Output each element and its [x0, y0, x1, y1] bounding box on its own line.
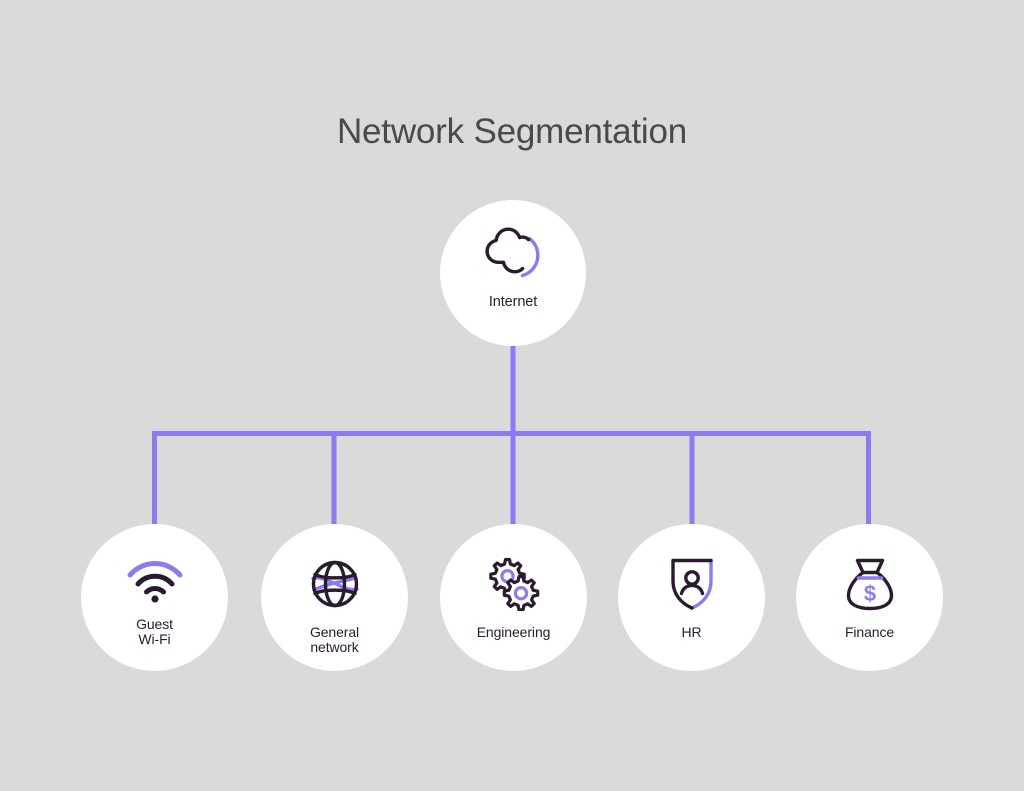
node-internet[interactable]: Internet [440, 200, 586, 346]
globe-icon [308, 557, 362, 616]
node-label-finance: Finance [844, 624, 895, 640]
node-label-hr: HR [681, 624, 702, 640]
node-label-internet: Internet [488, 294, 538, 310]
node-engineering[interactable]: Engineering [440, 524, 587, 671]
node-general-network[interactable]: General network [261, 524, 408, 671]
node-label-engineering: Engineering [476, 624, 551, 640]
gears-icon [485, 557, 543, 616]
node-finance[interactable]: $ Finance [796, 524, 943, 671]
shield-person-icon [667, 557, 717, 616]
node-label-general-network: General network [309, 624, 360, 655]
page-title: Network Segmentation [336, 112, 688, 151]
svg-text:$: $ [863, 581, 875, 606]
node-hr[interactable]: HR [618, 524, 765, 671]
node-label-guest-wifi: Guest Wi-Fi [136, 616, 173, 647]
wifi-icon [126, 557, 184, 608]
node-guest-wifi[interactable]: Guest Wi-Fi [81, 524, 228, 671]
money-bag-icon: $ [844, 557, 896, 616]
cloud-icon [482, 227, 544, 284]
